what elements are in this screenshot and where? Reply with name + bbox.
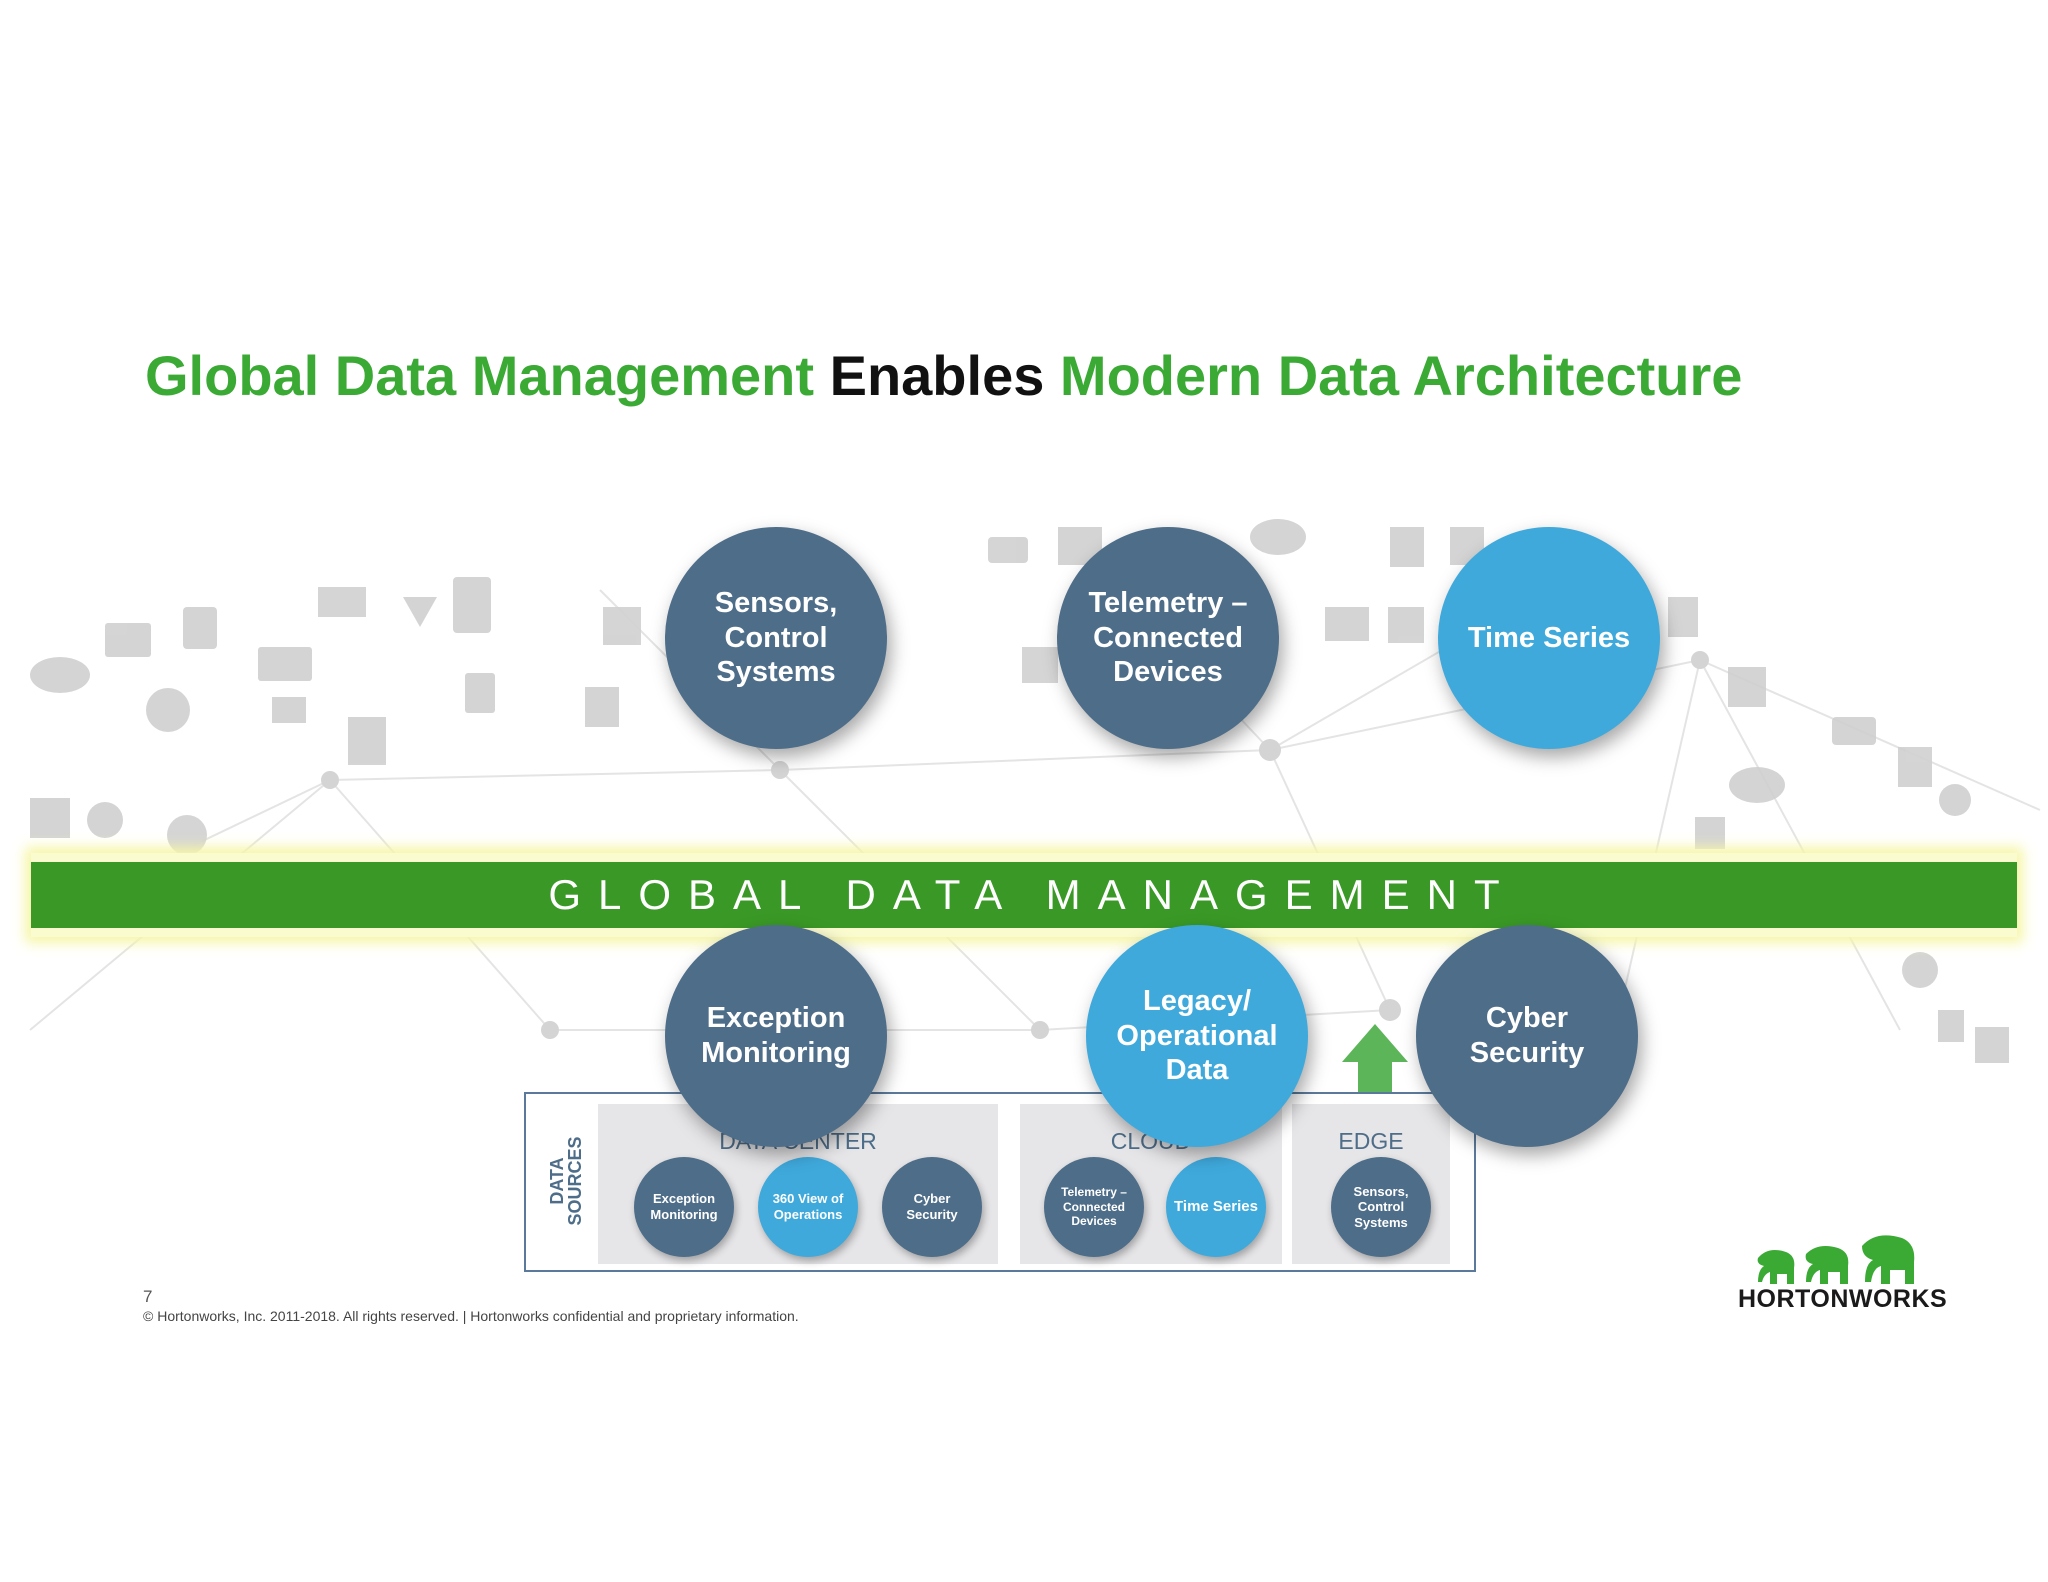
- camera-icon: [87, 802, 123, 838]
- title-part-2: Enables: [829, 344, 1045, 407]
- source-sensors-control-systems: Sensors, Control Systems: [1331, 1157, 1431, 1257]
- calendar-icon: [1022, 647, 1058, 683]
- washer-icon: [1728, 667, 1766, 707]
- source-exception-monitoring: Exception Monitoring: [634, 1157, 734, 1257]
- source-360-view-of-operations: 360 View of Operations: [758, 1157, 858, 1257]
- decorative-icons: [30, 519, 2009, 1063]
- title-part-3: Modern Data Architecture: [1059, 344, 1743, 407]
- band-label: GLOBAL DATA MANAGEMENT: [548, 871, 1517, 918]
- circle-telemetry-connected-devices: Telemetry – Connected Devices: [1057, 527, 1279, 749]
- monitor-icon: [105, 623, 151, 657]
- hashtag-icon: [1938, 1010, 1964, 1042]
- server-icon: [183, 607, 217, 649]
- image-icon: [1325, 607, 1369, 641]
- network-lines: [29, 569, 2041, 1031]
- copyright-footer: © Hortonworks, Inc. 2011-2018. All right…: [143, 1308, 799, 1324]
- up-arrow-icon: [1342, 1024, 1408, 1092]
- lock-icon: [1975, 1027, 2009, 1063]
- circle-legacy-operational-data: Legacy/ Operational Data: [1086, 925, 1308, 1147]
- source-time-series: Time Series: [1166, 1157, 1266, 1257]
- database-icon: [585, 687, 619, 727]
- global-data-management-band: GLOBAL DATA MANAGEMENT: [31, 853, 2017, 937]
- buildings-icon: [318, 587, 366, 617]
- panel-edge: EDGE Sensors, Control Systems: [1292, 1104, 1450, 1264]
- data-sources-box: DATA SOURCES DATA CENTER Exception Monit…: [524, 1092, 1476, 1272]
- filter-icon: [403, 597, 437, 627]
- panel-label-edge: EDGE: [1338, 1128, 1404, 1154]
- magnifier-icon: [146, 688, 190, 732]
- network-nodes: [321, 651, 1709, 1039]
- source-cyber-security: Cyber Security: [882, 1157, 982, 1257]
- mail-icon: [272, 697, 306, 723]
- star-icon: [603, 607, 641, 645]
- lightbulb-icon: [1939, 784, 1971, 816]
- document-icon: [348, 717, 386, 765]
- hortonworks-elephants-logo: [1757, 1235, 1915, 1284]
- source-telemetry-connected-devices: Telemetry – Connected Devices: [1044, 1157, 1144, 1257]
- data-sources-label: DATA SOURCES: [547, 1136, 585, 1226]
- band-fill: GLOBAL DATA MANAGEMENT: [31, 862, 2017, 928]
- chat-bubble-icon: [1832, 717, 1876, 745]
- slide-title: Global Data Management Enables Modern Da…: [145, 343, 1742, 408]
- hortonworks-wordmark: HORTONWORKS: [1738, 1285, 1948, 1313]
- circle-time-series: Time Series: [1438, 527, 1660, 749]
- car-icon: [30, 657, 90, 693]
- cart-icon: [1390, 527, 1424, 567]
- book-icon: [30, 798, 70, 838]
- phone-icon: [465, 673, 495, 713]
- robot-arm-icon: [1668, 597, 1698, 637]
- background-network-illustration: [29, 519, 2041, 1063]
- tablet-icon: [453, 577, 491, 633]
- chat-icon: [988, 537, 1028, 563]
- magnifier-icon-2: [1902, 952, 1938, 988]
- circle-exception-monitoring: Exception Monitoring: [665, 925, 887, 1147]
- badge-icon: [1695, 817, 1725, 849]
- truck-icon: [258, 647, 312, 681]
- cloud-icon-2: [1729, 767, 1785, 803]
- circle-cyber-security: Cyber Security: [1416, 925, 1638, 1147]
- people-icon: [1388, 607, 1424, 643]
- circle-sensors-control-systems: Sensors, Control Systems: [665, 527, 887, 749]
- stopwatch-icon: [167, 815, 207, 855]
- page-number: 7: [143, 1287, 153, 1306]
- shield-icon: [1898, 747, 1932, 787]
- cloud-icon: [1250, 519, 1306, 555]
- title-part-1: Global Data Management: [145, 344, 815, 407]
